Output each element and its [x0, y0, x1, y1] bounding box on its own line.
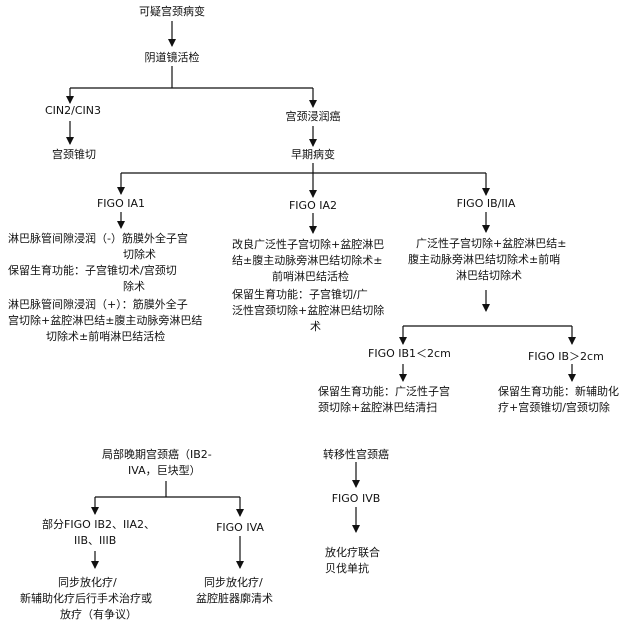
early-lesion-node: 早期病变 [291, 148, 335, 161]
suspected-lesion-node: 可疑宫颈病变 [139, 5, 205, 18]
ia1-line: 宫切除+盆腔淋巴结±腹主动脉旁淋巴结 [8, 314, 203, 327]
figo-ib-iia-title: FIGO IB/IIA [456, 197, 516, 210]
late-title-line: IVA，巨块型） [128, 464, 201, 477]
conization-node: 宫颈锥切 [52, 148, 96, 161]
ivb-treat-line: 贝伐单抗 [325, 562, 369, 575]
ia1-line: 淋巴脉管间隙浸润（+）：筋膜外全子 [8, 298, 188, 311]
colposcopy-node: 阴道镜活检 [144, 51, 200, 64]
partial-treat-line: 放疗（有争议） [60, 608, 137, 621]
iva-treat-line: 盆腔脏器廓清术 [196, 592, 273, 605]
figo-iva-node: FIGO IVA [216, 521, 264, 534]
late-title-line: 局部晚期宫颈癌（IB2- [102, 448, 212, 461]
iva-treat-line: 同步放化疗/ [204, 576, 263, 589]
ia1-line: 除术 [123, 280, 145, 293]
ia2-line: 术 [310, 320, 321, 333]
ivb-treat-line: 放化疗联合 [325, 546, 380, 559]
figo-ia1-title: FIGO IA1 [96, 197, 146, 210]
figo-ia2-title: FIGO IA2 [288, 199, 338, 212]
ibgt-line: 疗+宫颈锥切/宫颈切除 [498, 401, 610, 414]
ib-line: 广泛性子宫切除+盆腔淋巴结± [416, 237, 567, 250]
ia2-line: 前哨淋巴结活检 [272, 270, 349, 283]
ia2-line: 结±腹主动脉旁淋巴结切除术± [232, 254, 383, 267]
ib-line: 淋巴结切除术 [456, 269, 522, 282]
ia2-line: 保留生育功能：子宫锥切/广 [232, 288, 368, 301]
partial-treat-line: 同步放化疗/ [58, 576, 117, 589]
ib1-line: 保留生育功能：广泛性子宫 [318, 385, 450, 398]
ia1-line: 保留生育功能：子宫锥切术/宫颈切 [8, 264, 177, 277]
figo-ivb-node: FIGO IVB [331, 492, 381, 505]
partial-line: IIB、IIIB [74, 534, 117, 547]
ibgt-line: 保留生育功能：新辅助化 [498, 385, 619, 398]
figo-ib1-lt2cm-title: FIGO IB1＜2cm [368, 347, 451, 360]
ia1-line: 淋巴脉管间隙浸润（-）筋膜外全子宫 [8, 232, 188, 245]
figo-ib-gt2cm-title: FIGO IB＞2cm [528, 350, 604, 363]
ib1-line: 颈切除+盆腔淋巴结清扫 [318, 401, 438, 414]
ib-line: 腹主动脉旁淋巴结切除术±前哨 [408, 253, 561, 266]
ia2-line: 改良广泛性子宫切除+盆腔淋巴 [232, 238, 385, 251]
partial-line: 部分FIGO IB2、IIA2、 [42, 518, 156, 531]
cin-node: CIN2/CIN3 [45, 104, 102, 117]
metastatic-cancer-node: 转移性宫颈癌 [323, 448, 389, 461]
ia1-line: 切除术±前哨淋巴结活检 [46, 330, 166, 343]
ia2-line: 泛性宫颈切除+盆腔淋巴结切除 [232, 304, 385, 317]
partial-treat-line: 新辅助化疗后行手术治疗或 [20, 592, 152, 605]
ia1-line: 切除术 [123, 248, 156, 261]
invasive-cancer-node: 宫颈浸润癌 [285, 110, 341, 123]
